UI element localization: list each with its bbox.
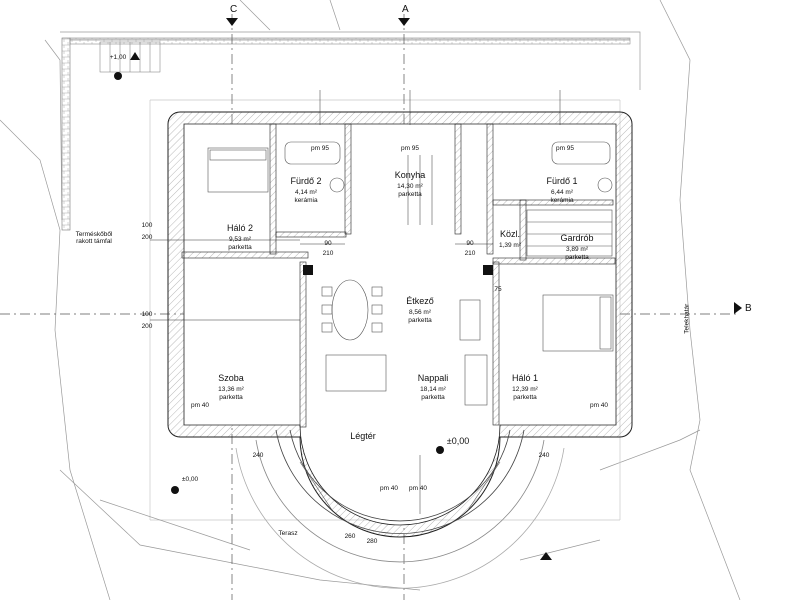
room-material: parketta xyxy=(513,393,537,401)
room-area: 12,39 m² xyxy=(512,386,538,394)
section-c-label: C xyxy=(230,4,237,15)
dim-100-upper: 100 xyxy=(141,222,153,229)
furniture xyxy=(207,141,614,514)
room-halo1: Háló 1 12,39 m² parketta xyxy=(492,368,558,401)
dim-pm95-left: pm 95 xyxy=(310,145,330,152)
room-etkezo: Étkező 8,56 m² parketta xyxy=(390,291,450,324)
level-zero-right-label: ±0,00 xyxy=(446,436,470,446)
section-a-label: A xyxy=(402,4,409,15)
dim-90-left: 90 xyxy=(324,240,332,247)
section-c-marker xyxy=(226,18,238,26)
room-konyha: Konyha 14,30 m² parketta xyxy=(378,165,442,198)
interior-walls xyxy=(181,123,616,428)
room-material: parketta xyxy=(228,243,252,251)
room-material: parketta xyxy=(421,393,445,401)
room-material: parketta xyxy=(219,393,243,401)
property-line-label: Telekhatár xyxy=(683,303,691,334)
dim-pm40-arc-2: pm 40 xyxy=(408,485,428,492)
room-material: parketta xyxy=(565,253,589,261)
room-name: Fürdő 1 xyxy=(546,176,578,186)
dim-75: 75 xyxy=(494,286,502,293)
room-name: Konyha xyxy=(394,170,426,180)
dim-260: 260 xyxy=(344,533,356,540)
room-area: 9,53 m² xyxy=(228,236,252,244)
section-b-marker xyxy=(734,302,742,314)
dim-pm95-right: pm 95 xyxy=(555,145,575,152)
terrace-arcs xyxy=(235,429,565,589)
level-marker-icons xyxy=(114,52,552,560)
room-name: Háló 1 xyxy=(511,373,538,383)
room-area: 13,36 m² xyxy=(218,386,244,394)
room-furdo1: Fürdő 1 6,44 m² kerámia xyxy=(532,171,592,204)
room-area: 4,14 m² xyxy=(294,189,318,197)
room-area: 8,56 m² xyxy=(408,309,432,317)
dim-240-left: 240 xyxy=(252,452,264,459)
dim-210-right: 210 xyxy=(464,250,476,257)
dim-100-lower: 100 xyxy=(141,311,153,318)
room-material: parketta xyxy=(398,190,422,198)
section-a-marker xyxy=(398,18,410,26)
retaining-wall-label-line1: Terméskőből xyxy=(75,231,113,238)
room-material: parketta xyxy=(408,316,432,324)
terrace-label: Terasz xyxy=(278,530,298,537)
dim-pm40-arc-1: pm 40 xyxy=(379,485,399,492)
dim-pm95-mid: pm 95 xyxy=(400,145,420,152)
room-name: Fürdő 2 xyxy=(290,176,322,186)
dim-90-right: 90 xyxy=(466,240,474,247)
dim-200-upper: 200 xyxy=(141,234,153,241)
building-walls xyxy=(167,111,633,538)
retaining-wall-label-line2: rakott támfal xyxy=(76,238,112,246)
room-material: kerámia xyxy=(550,196,574,204)
dim-pm40-halo1: pm 40 xyxy=(589,402,609,409)
retaining-wall-label: Terméskőből rakott támfal xyxy=(63,231,125,246)
level-zero-left-label: ±0,00 xyxy=(181,476,199,483)
room-name: Háló 2 xyxy=(226,223,253,233)
room-area: 14,30 m² xyxy=(397,183,423,191)
room-area: 3,89 m² xyxy=(565,246,589,254)
room-name: Gardrób xyxy=(560,233,594,243)
dim-240-right: 240 xyxy=(538,452,550,459)
column-right xyxy=(483,265,493,275)
room-name: Nappali xyxy=(417,373,449,383)
dim-210-left: 210 xyxy=(322,250,334,257)
upper-terrace-wall xyxy=(69,37,631,45)
room-material: kerámia xyxy=(294,196,318,204)
room-gardrob: Gardrób 3,89 m² parketta xyxy=(545,228,609,261)
level-plus-label: +1,00 xyxy=(109,54,127,61)
room-area: 1,39 m² xyxy=(498,242,522,250)
upper-stairs xyxy=(99,41,161,73)
section-b-label: B xyxy=(745,303,752,314)
room-furdo2: Fürdő 2 4,14 m² kerámia xyxy=(278,171,334,204)
room-name: Étkező xyxy=(406,296,434,306)
retaining-wall xyxy=(61,37,71,231)
room-area: 6,44 m² xyxy=(550,189,574,197)
room-halo2: Háló 2 9,53 m² parketta xyxy=(205,218,275,251)
room-kozl: Közl. 1,39 m² xyxy=(493,224,527,250)
column-left xyxy=(303,265,313,275)
room-name: Szoba xyxy=(218,373,244,383)
legter-label: Légtér xyxy=(350,431,376,441)
dim-200-lower: 200 xyxy=(141,323,153,330)
dimension-lines xyxy=(150,90,561,321)
dim-pm40-szoba: pm 40 xyxy=(190,402,210,409)
room-area: 18,14 m² xyxy=(420,386,446,394)
room-nappali: Nappali 18,14 m² parketta xyxy=(400,368,466,401)
room-name: Közl. xyxy=(499,229,520,239)
dim-280: 280 xyxy=(366,538,378,545)
room-szoba: Szoba 13,36 m² parketta xyxy=(196,368,266,401)
